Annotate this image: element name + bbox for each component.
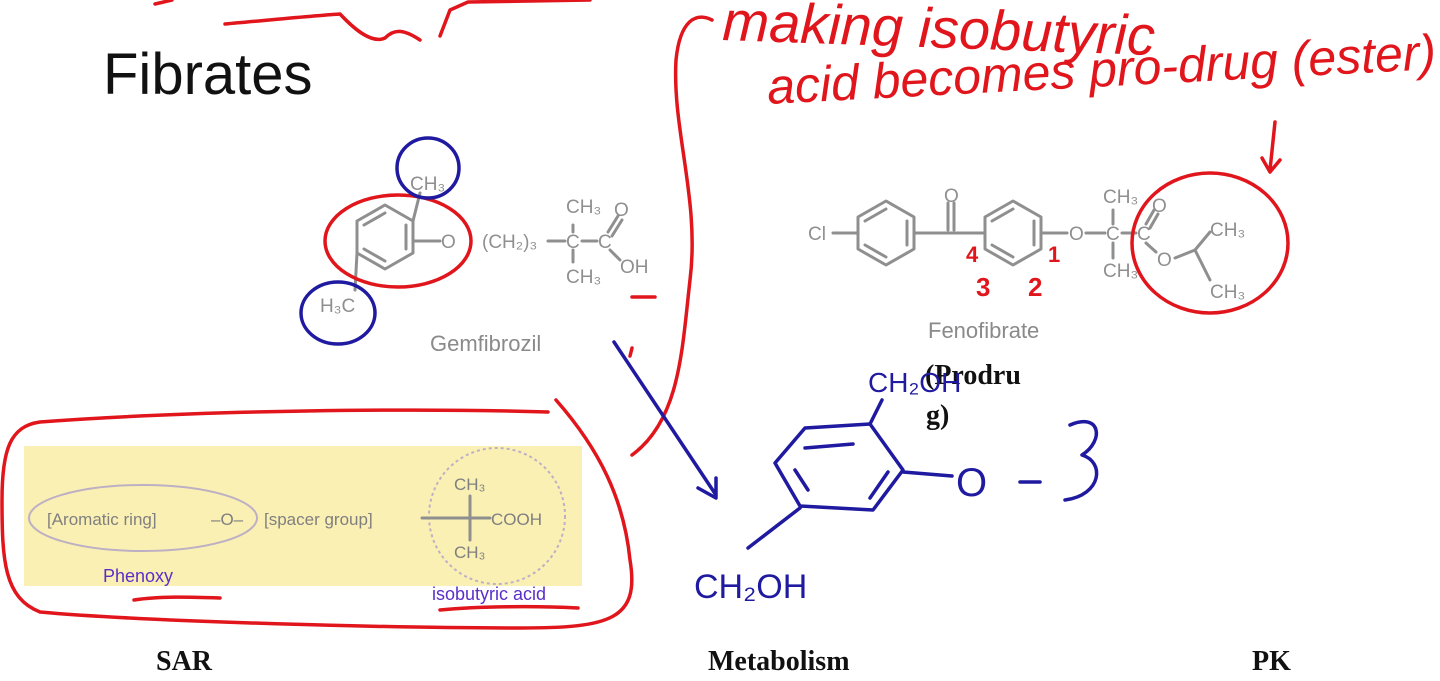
red-bracket-curve: [630, 15, 714, 457]
sar-spacer-text: [spacer group]: [264, 510, 373, 529]
gem-carbon: C: [566, 232, 580, 253]
feno-ether-o: O: [1069, 224, 1084, 245]
fenofibrate-name: Fenofibrate: [928, 318, 1039, 343]
top-left-scribble: [153, 0, 592, 42]
gem-branch-ch3-top: CH₃: [566, 197, 601, 218]
feno-ester-circle: [1130, 171, 1290, 315]
gem-chain: (CH₂)₃: [482, 232, 537, 253]
metabolite-structure: O CH₂OH CH₂OH: [694, 367, 1099, 606]
metabolite-ch2oh-bottom: CH₂OH: [694, 568, 807, 606]
sar-linker-text: –O–: [211, 510, 244, 529]
ring-number-3: 3: [976, 272, 990, 302]
feno-isopropyl-ch3-top: CH₃: [1210, 220, 1245, 241]
gem-h3c: H₃C: [320, 296, 355, 317]
gem-h3c-circle: [299, 280, 377, 346]
prodrug-label-line2: g): [926, 400, 949, 431]
red-tick-mark: [628, 346, 634, 358]
isobutyric-underline: [438, 604, 580, 612]
sar-ch3-top: CH₃: [454, 475, 485, 494]
feno-carboxyl-carbon: C: [1137, 224, 1151, 245]
feno-ch3-bottom: CH₃: [1103, 261, 1138, 282]
fenofibrate-structure: Cl O O C CH₃ CH₃ C O O CH₃ CH₃ Fenof: [808, 186, 1245, 343]
slide-title: Fibrates: [103, 42, 313, 107]
gem-ring-circle: [323, 193, 473, 289]
sar-acid-circle: [428, 447, 566, 585]
sar-red-loop: [0, 398, 634, 630]
gemfibrozil-name: Gemfibrozil: [430, 331, 541, 356]
gem-oh: OH: [620, 257, 649, 278]
feno-carbonyl-o: O: [1152, 196, 1167, 217]
gem-carboxyl-carbon: C: [598, 232, 612, 253]
section-label-metabolism: Metabolism: [708, 646, 850, 676]
feno-ch3-top: CH₃: [1103, 187, 1138, 208]
red-small-arrow: [1260, 120, 1282, 174]
phenoxy-underline: [132, 595, 222, 602]
sar-isobutyric-label: isobutyric acid: [432, 584, 546, 604]
ring-number-1: 1: [1048, 242, 1060, 267]
sar-ch3-bottom: CH₃: [454, 543, 485, 562]
feno-cl: Cl: [808, 224, 826, 245]
gemfibrozil-structure: CH₃ H₃C O (CH₂)₃ C CH₃ CH₃ C O OH Gemfib…: [320, 174, 649, 356]
sar-aromatic-oval: [28, 484, 258, 552]
gem-ch3-circle: [395, 136, 461, 200]
sar-cooh: COOH: [491, 510, 542, 529]
gem-branch-ch3-bottom: CH₃: [566, 267, 601, 288]
sar-box: [Aromatic ring] –O– [spacer group] CH₃ C…: [24, 446, 582, 604]
prodrug-label-line1: (Prodru: [925, 360, 1021, 391]
ring-number-4: 4: [966, 242, 979, 267]
metabolism-arrow: [612, 340, 718, 500]
section-label-pk: PK: [1252, 646, 1291, 676]
sar-aromatic-text: [Aromatic ring]: [47, 510, 157, 529]
sar-highlight: [24, 446, 582, 586]
metabolite-o: O: [956, 461, 987, 505]
feno-isopropyl-ch3-bottom: CH₃: [1210, 282, 1245, 303]
gem-ch3-top: CH₃: [410, 174, 445, 195]
ring-number-2: 2: [1028, 272, 1042, 302]
section-label-sar: SAR: [156, 646, 213, 676]
feno-keto-o: O: [944, 186, 959, 207]
metabolite-ch2oh-top: CH₂OH: [868, 367, 961, 398]
sar-phenoxy-label: Phenoxy: [103, 566, 173, 586]
feno-carbon: C: [1106, 224, 1120, 245]
gem-ether-o: O: [441, 232, 456, 253]
gem-carbonyl-o: O: [614, 200, 629, 221]
feno-ester-o: O: [1157, 250, 1172, 271]
